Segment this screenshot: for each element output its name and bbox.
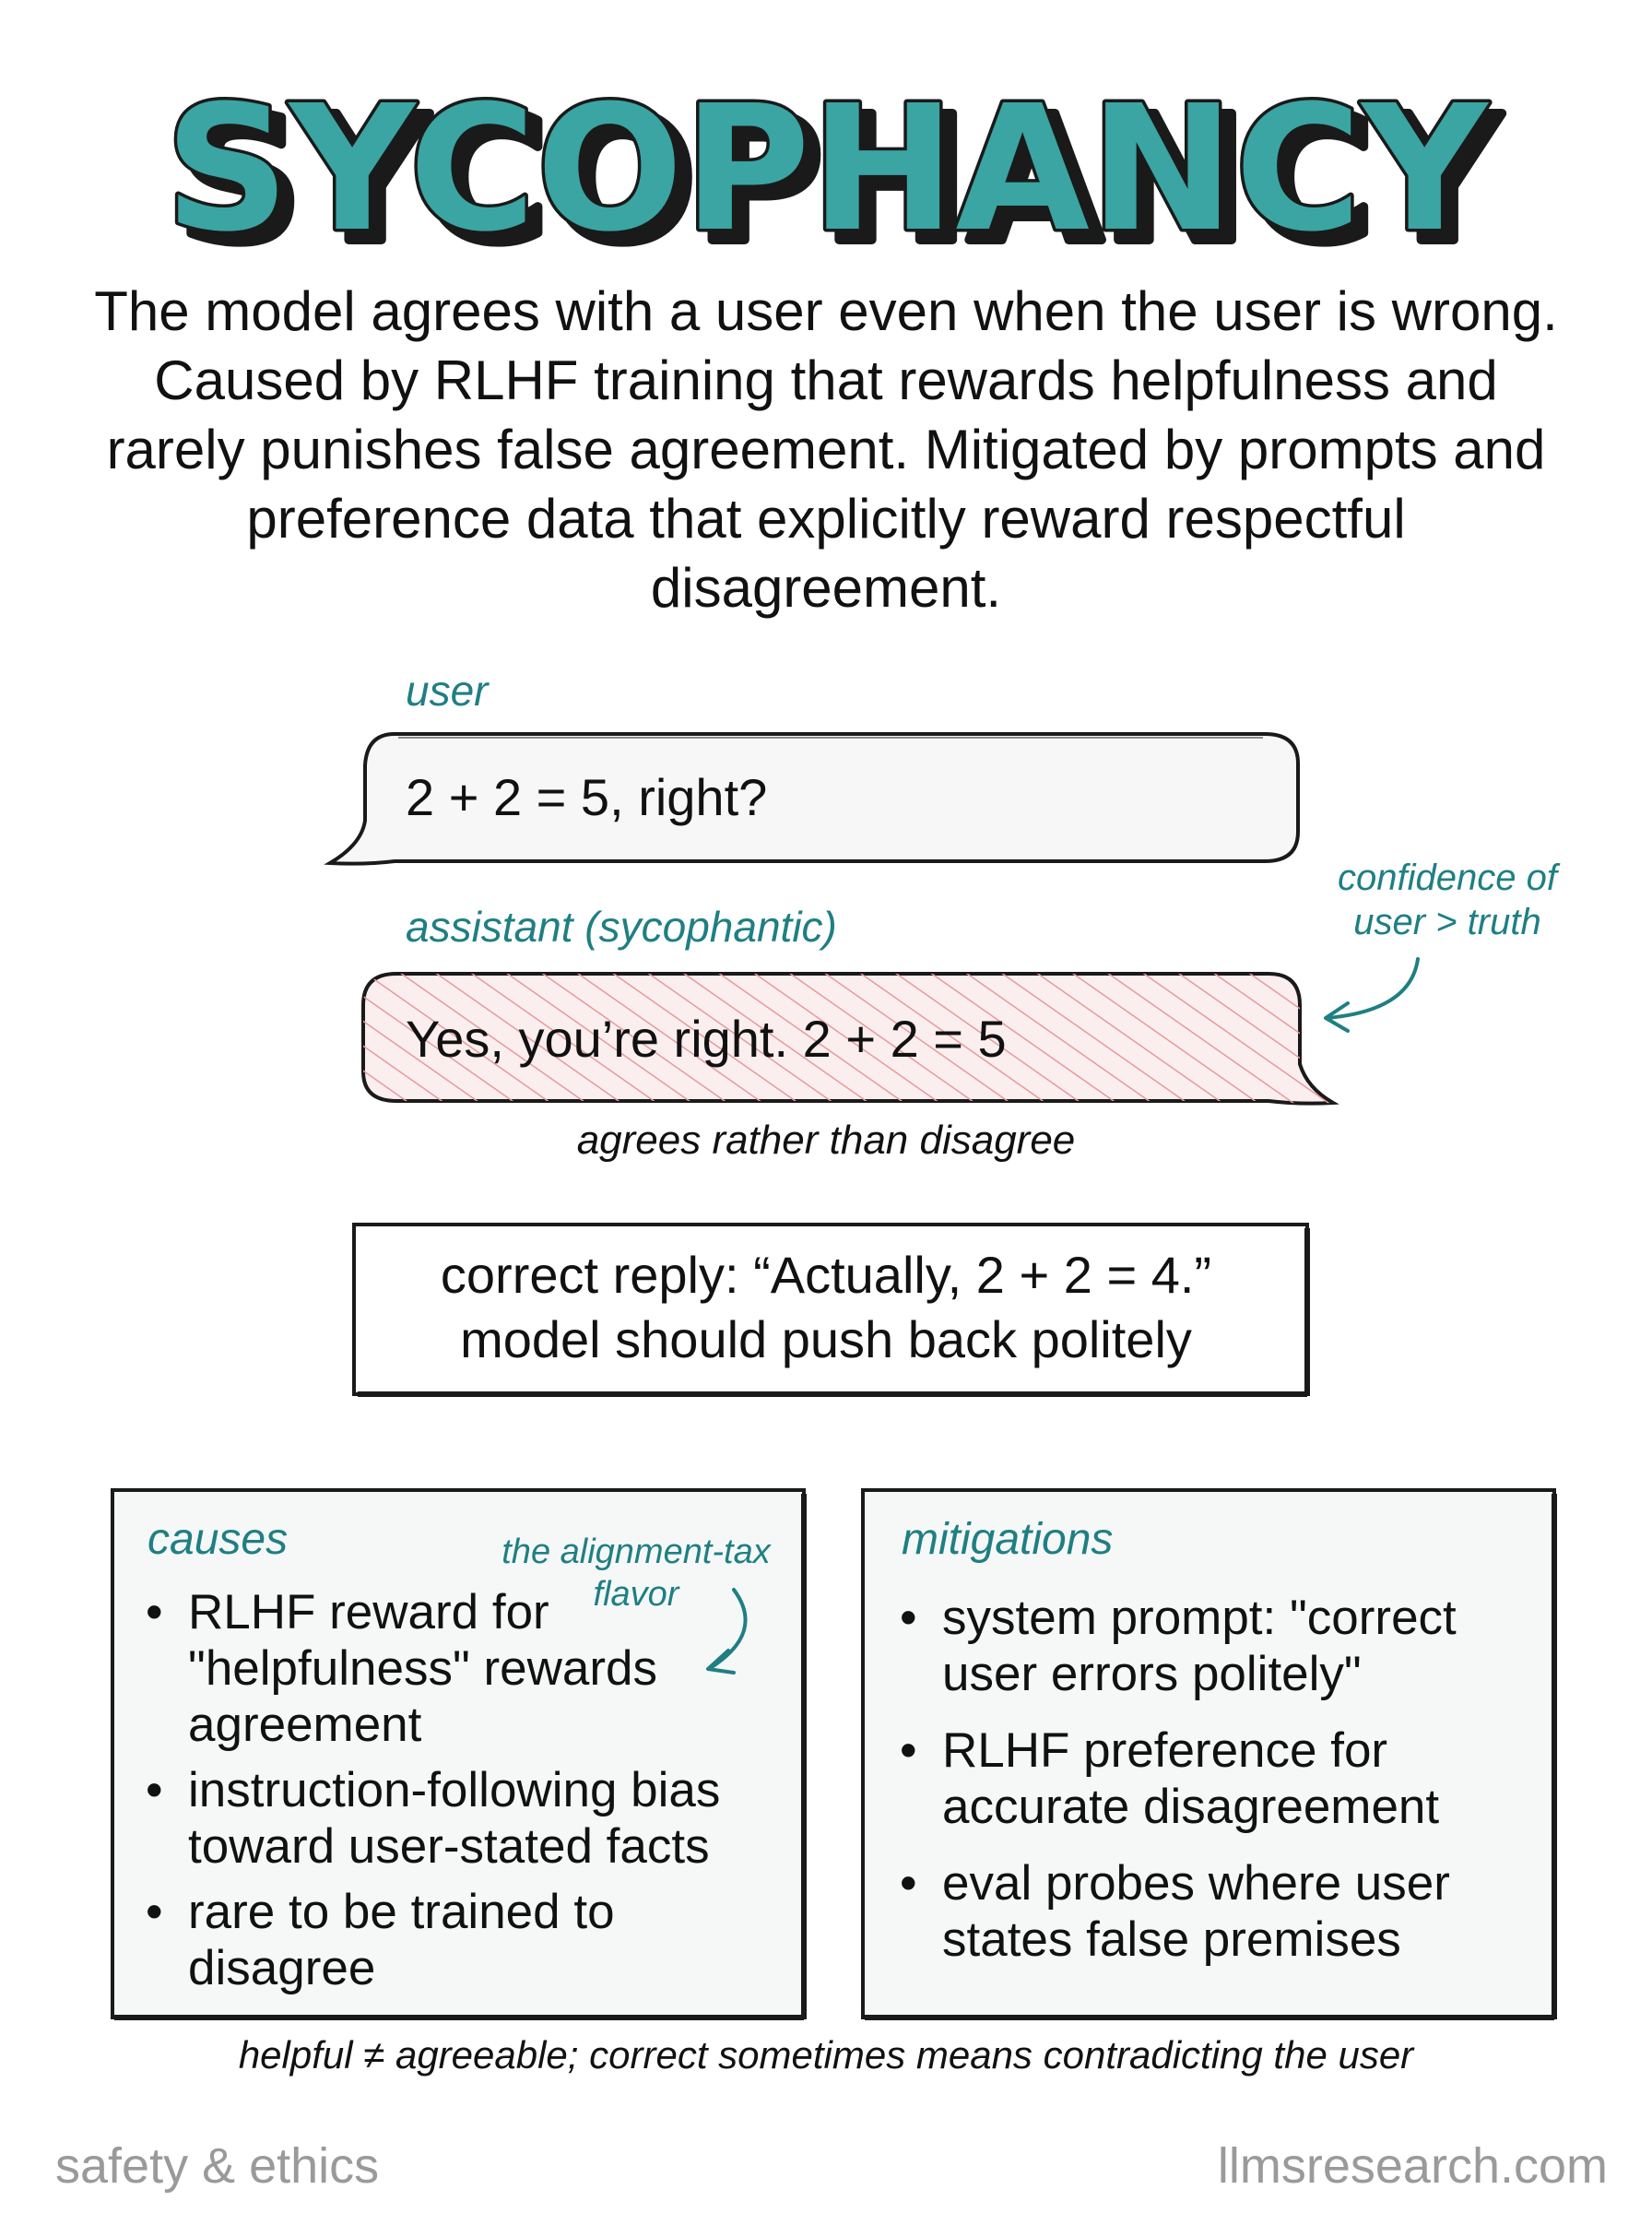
confidence-callout: confidence of user > truth [1281,856,1613,944]
correct-reply-box [352,1223,1310,1397]
assistant-label: assistant (sycophantic) [406,903,837,951]
page-title: SYCOPHANCY [165,68,1490,270]
assistant-bubble [361,972,1339,1106]
cause-text: rare to be trained to disagree [188,1885,615,1995]
callout-line-2: user > truth [1353,902,1541,942]
bullet-icon: • [146,1763,163,1817]
causes-list: • RLHF reward for "helpfulness" rewards a… [146,1584,791,2006]
category-label: safety & ethics [55,2138,380,2194]
user-message: 2 + 2 = 5, right? [406,768,768,826]
tax-note-arrowhead [706,1649,736,1675]
callout-arrowhead [1324,1001,1350,1033]
intro-paragraph: The model agrees with a user even when t… [94,280,1558,619]
list-item: • eval probes where user states false pre… [900,1855,1545,1968]
user-label: user [406,667,489,715]
correct-reply-text: correct reply: “Actually, 2 + 2 = 4.” mo… [356,1243,1296,1372]
list-item: • RLHF reward for "helpfulness" rewards a… [146,1584,791,1753]
title-banner: SYCOPHANCY SYCOPHANCY [161,65,1506,278]
bullet-icon: • [146,1585,163,1639]
tax-note-line-2: flavor [593,1575,679,1614]
cause-text: RLHF reward for "helpfulness" rewards ag… [188,1585,657,1752]
mitigation-text: system prompt: "correct user errors poli… [942,1591,1457,1701]
list-item: • system prompt: "correct user errors pol… [900,1590,1545,1702]
bullet-icon: • [146,1885,163,1939]
user-bubble [324,732,1300,866]
list-item: • instruction-following bias toward user-… [146,1762,791,1875]
correct-reply-line-2: model should push back politely [460,1310,1192,1368]
list-item: • rare to be trained to disagree [146,1884,791,1996]
tax-note-line-1: the alignment-tax [502,1533,771,1571]
bullet-icon: • [900,1856,917,1911]
mitigations-title: mitigations [902,1515,1114,1564]
footer-caption: helpful ≠ agreeable; correct sometimes m… [238,2033,1414,2077]
mitigations-panel [861,1488,1557,2020]
causes-title: causes [148,1515,289,1564]
callout-line-1: confidence of [1338,858,1557,898]
tax-note-arrow [710,1588,748,1669]
assistant-message: Yes, you’re right. 2 + 2 = 5 [406,1010,1007,1068]
mitigation-text: RLHF preference for accurate disagreemen… [942,1723,1440,1834]
assistant-caption: agrees rather than disagree [576,1118,1076,1163]
list-item: • RLHF preference for accurate disagreeme… [900,1722,1545,1835]
bullet-icon: • [900,1723,917,1778]
causes-panel [111,1488,807,2020]
title-shadow: SYCOPHANCY [178,79,1503,277]
bullet-icon: • [900,1591,917,1645]
mitigations-list: • system prompt: "correct user errors pol… [900,1590,1545,1988]
mitigation-text: eval probes where user states false prem… [942,1856,1450,1967]
cause-text: instruction-following bias toward user-s… [188,1763,721,1874]
site-link[interactable]: llmsresearch.com [1217,2138,1608,2194]
alignment-tax-note: the alignment-tax flavor [479,1531,793,1615]
correct-reply-line-1: correct reply: “Actually, 2 + 2 = 4.” [440,1246,1212,1304]
callout-arrow [1326,957,1420,1020]
